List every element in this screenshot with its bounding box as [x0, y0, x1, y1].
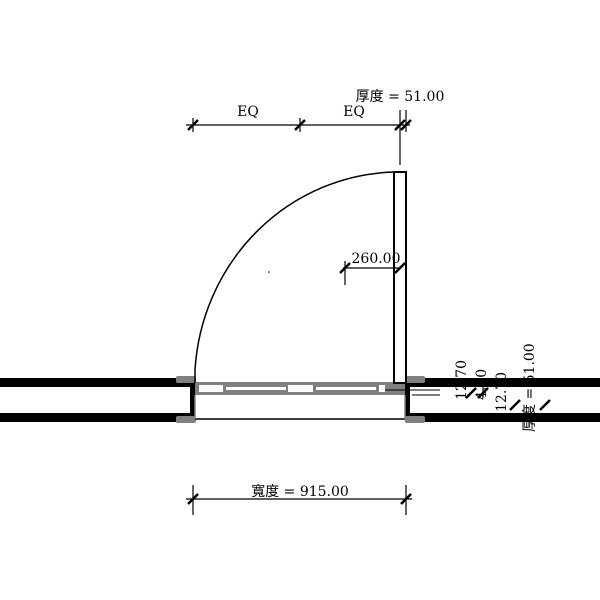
frame-dimension-ticks	[465, 382, 551, 411]
width-dimension	[186, 485, 412, 515]
offset-label: 260.00	[352, 251, 401, 267]
door-leaf	[393, 171, 407, 384]
width-label: 寬度 = 915.00	[251, 483, 349, 500]
eq-left-label: EQ	[237, 104, 259, 120]
wall-thickness-label: 厚度 = 51.00	[522, 343, 538, 432]
frame-stops	[176, 376, 425, 423]
frame-mid-label: 4.00	[474, 369, 490, 400]
top-thickness-label: 厚度 = 51.00	[356, 89, 445, 105]
door-swing-arc	[194, 171, 395, 383]
wall-right	[406, 378, 600, 422]
jamb-right	[405, 378, 410, 422]
door-frame	[194, 382, 440, 420]
eq-right-label: EQ	[343, 104, 365, 120]
offset-dimension	[339, 261, 406, 285]
wall-left	[0, 378, 192, 422]
frame-a-label: 12.70	[454, 360, 470, 400]
eq-dimension	[186, 110, 412, 165]
jamb-left	[190, 378, 195, 422]
frame-b-label: 12.70	[494, 372, 510, 412]
